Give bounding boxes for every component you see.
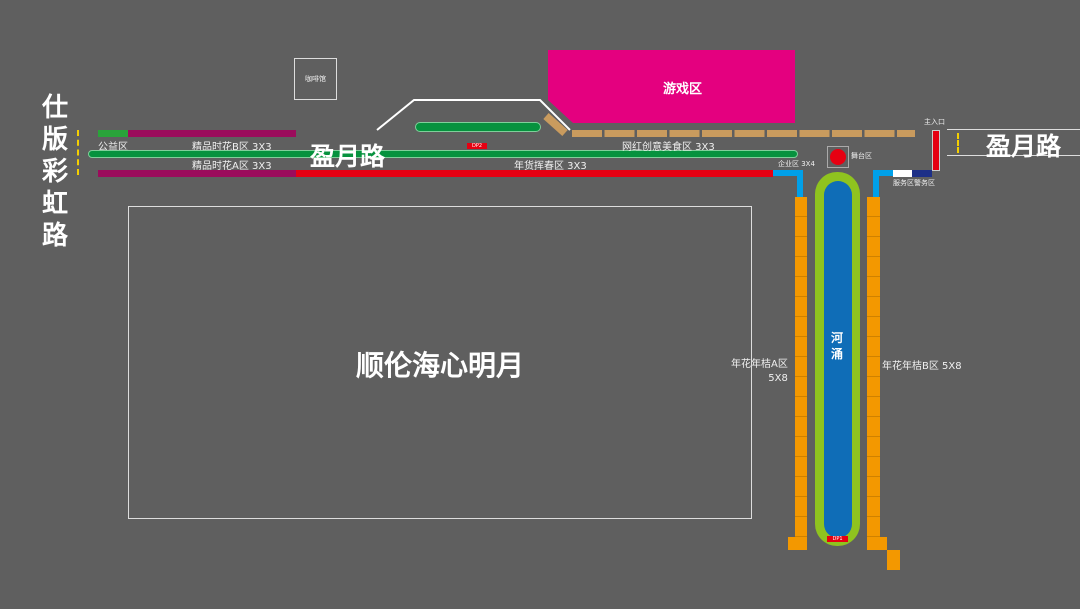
flowers-a-bar [98, 170, 296, 177]
flowers-b-label: 精品时花B区 3X3 [192, 142, 272, 153]
venue-label: 顺伦海心明月 [356, 349, 525, 382]
game-zone [548, 50, 795, 123]
orange-b-foot [867, 537, 887, 550]
river-water [824, 181, 852, 538]
main-entrance-bar [932, 130, 940, 171]
road-edge-right-top [947, 129, 1080, 130]
police-label: 警务区 [914, 179, 935, 187]
public-zone-label: 公益区 [98, 142, 128, 153]
road-label-left: 仕版彩虹路 [41, 93, 68, 251]
stage-label: 舞台区 [851, 152, 872, 160]
main-entrance-label: 主入口 [924, 118, 945, 126]
dp2-marker: DP2 [467, 143, 487, 149]
road-edge-line [376, 99, 571, 131]
green-stall-strip-small [415, 122, 541, 132]
green-stall-strip-long [88, 150, 798, 158]
service-zone-bar [893, 170, 912, 177]
orange-a-size: 5X8 [768, 373, 788, 384]
road-label-right: 盈月路 [986, 132, 1062, 161]
tan-diagonal-stall [543, 113, 568, 136]
orange-b-column [867, 197, 880, 537]
enterprise-path [773, 170, 803, 197]
police-zone-bar [912, 170, 932, 177]
enterprise-label: 企业区 3X4 [778, 160, 815, 168]
new-year-bar [296, 170, 773, 177]
orange-b-label: 年花年桔B区 5X8 [882, 361, 962, 372]
road-center-line-right [957, 133, 959, 153]
stage-circle [830, 149, 846, 165]
orange-a-name: 年花年桔A区 [731, 359, 788, 370]
dp1-marker: DP1 [827, 536, 848, 542]
service-label: 服务区 [893, 179, 914, 187]
orange-b-foot-extra [887, 550, 900, 570]
public-zone-bar [98, 130, 128, 137]
cafe-box: 咖啡馆 [294, 58, 337, 100]
road-center-line-left [77, 130, 79, 175]
service-path [873, 170, 893, 197]
river-label: 河涌 [831, 331, 844, 361]
food-stall-strip [572, 130, 915, 137]
road-label-top: 盈月路 [310, 142, 386, 171]
orange-a-column [795, 197, 807, 537]
flowers-a-label: 精品时花A区 3X3 [192, 161, 272, 172]
flowers-b-bar [128, 130, 296, 137]
food-zone-label: 网红创意美食区 3X3 [622, 142, 715, 153]
venue-area [128, 206, 752, 519]
cafe-label: 咖啡馆 [305, 75, 326, 83]
orange-a-foot [788, 537, 807, 550]
new-year-label: 年货挥春区 3X3 [514, 161, 587, 172]
game-zone-label: 游戏区 [663, 82, 703, 97]
stage-box [827, 146, 849, 168]
orange-a-label: 年花年桔A区 5X8 [731, 358, 788, 386]
road-edge-right-bottom [947, 155, 1080, 156]
